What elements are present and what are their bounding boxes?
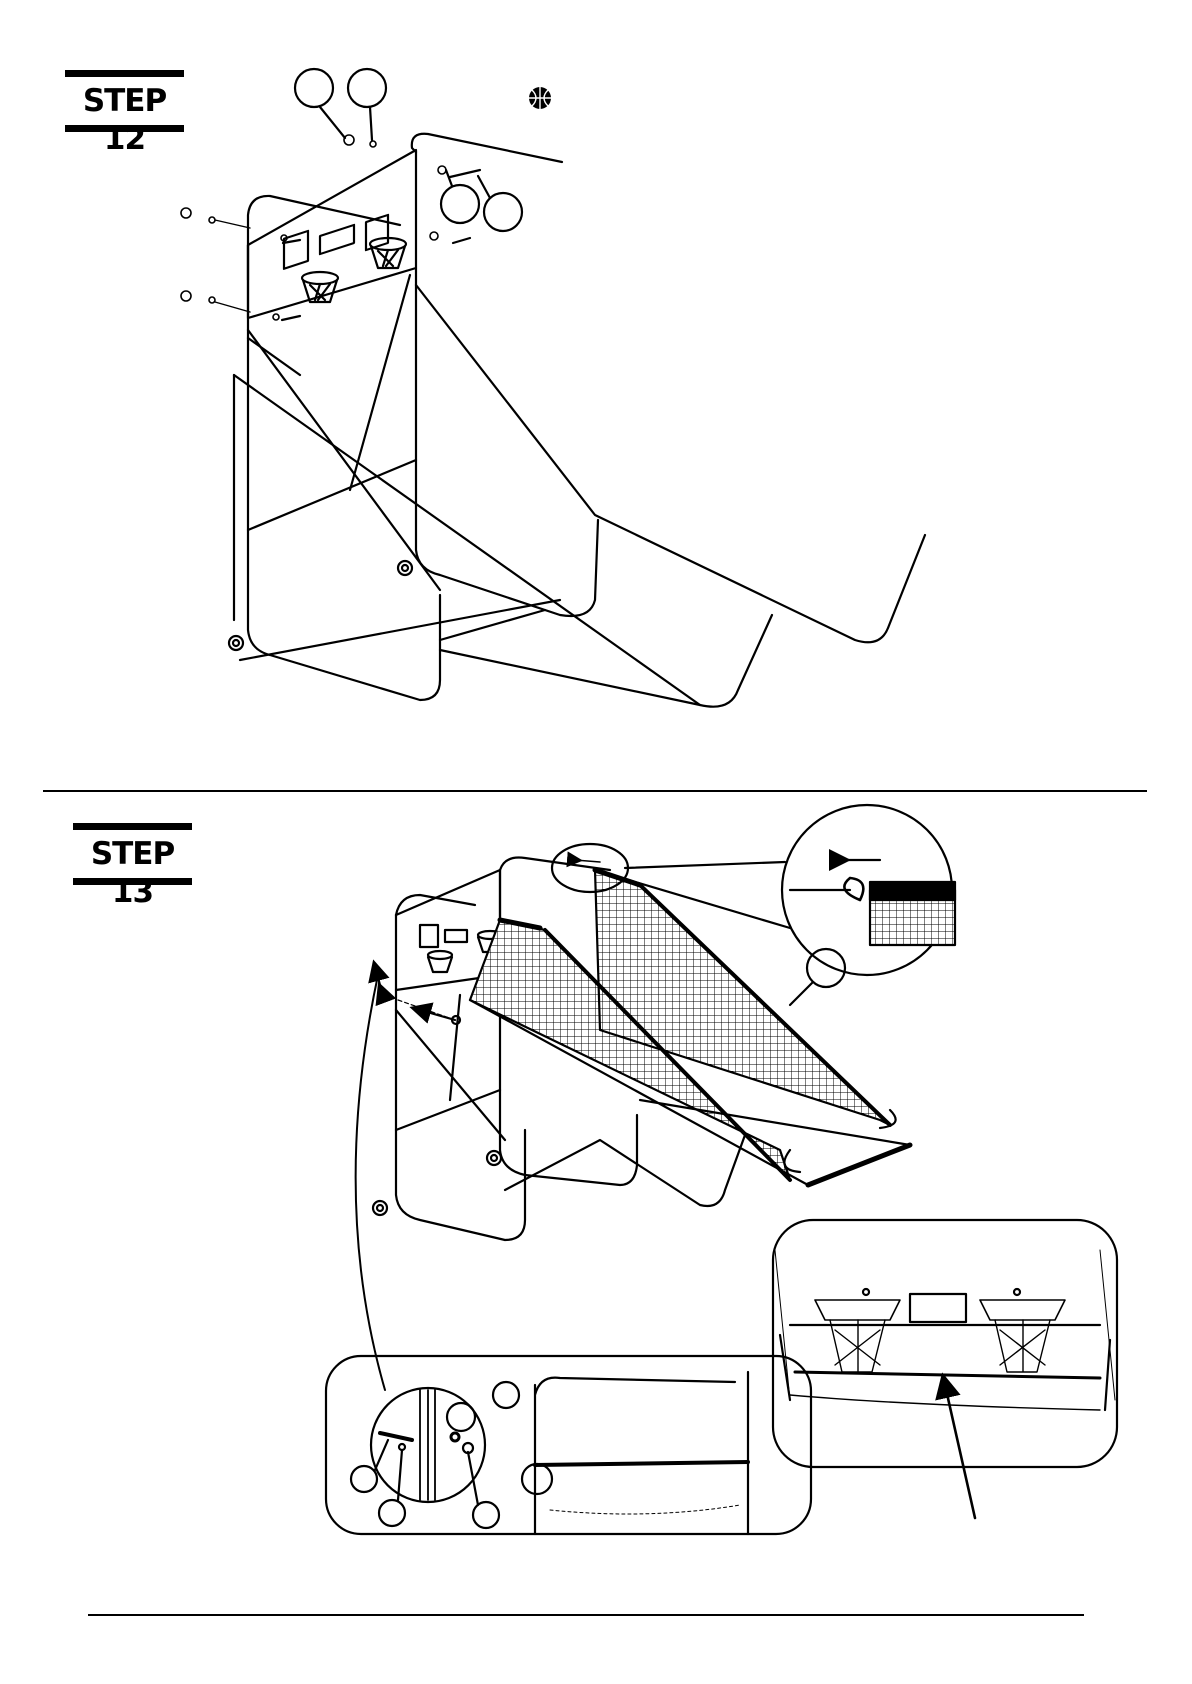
wheel [398, 561, 412, 575]
wheel [487, 1151, 501, 1165]
wheel [229, 636, 243, 650]
hoop-window [420, 925, 438, 947]
connector-curve [356, 975, 385, 1390]
score-window [320, 225, 354, 254]
part-callout-circle [493, 1382, 519, 1408]
ramp-frame [416, 285, 925, 642]
net-right [595, 870, 890, 1125]
hoop-net [302, 272, 338, 302]
score-window [445, 930, 467, 942]
arrow-icon [420, 1010, 455, 1020]
hoop-net [815, 1289, 900, 1372]
basketball-icon [529, 87, 551, 109]
part-callout-circle [348, 69, 386, 107]
detail-bolt-closeup [326, 1356, 811, 1534]
left-frame [248, 245, 440, 700]
step-12-illustration [181, 69, 925, 707]
detail-hoops-closeup [773, 1220, 1117, 1467]
step-13-illustration [326, 805, 1117, 1534]
hoop-net [980, 1289, 1065, 1372]
part-callout-circle [351, 1466, 377, 1492]
part-callout-circle [473, 1502, 499, 1528]
part-callout-circle [295, 69, 333, 107]
part-callout-circle [379, 1500, 405, 1526]
part-callout-circle [441, 185, 479, 223]
wheel [373, 1201, 387, 1215]
hoop-window [284, 231, 308, 269]
part-callout-circle [807, 949, 845, 987]
hoop-net [428, 951, 452, 972]
detail-magnified-hook [782, 805, 955, 975]
part-callout-circle [447, 1403, 475, 1431]
